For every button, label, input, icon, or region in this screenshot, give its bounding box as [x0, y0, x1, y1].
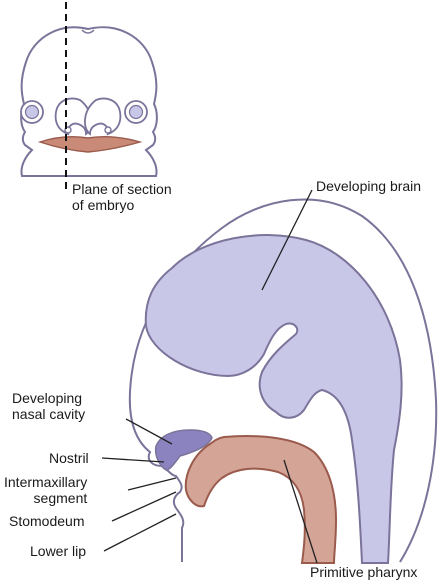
leader-nasal-cavity [125, 418, 173, 445]
label-lower-lip: Lower lip [30, 543, 87, 559]
left-nasal-prominence [54, 97, 92, 136]
leader-developing-brain [261, 189, 313, 291]
label-primitive-pharynx: Primitive pharynx [310, 564, 418, 580]
label-intermaxillary-segment-line1: Intermaxillary [4, 474, 88, 490]
label-plane-of-section: Plane of section of embryo [72, 181, 172, 213]
label-plane-of-section-line2: of embryo [72, 197, 135, 213]
leader-lower-lip [103, 513, 177, 552]
label-stomodeum: Stomodeum [9, 513, 85, 529]
label-developing-nasal-cavity-line1: Developing [12, 390, 83, 406]
label-developing-nasal-cavity-line2: nasal cavity [12, 406, 86, 422]
right-nostril-pit [104, 126, 112, 134]
right-nasal-prominence [84, 97, 122, 136]
label-nostril: Nostril [49, 450, 89, 466]
leader-intermaxillary-segment [127, 477, 177, 491]
developing-nasal-cavity-shape [154, 429, 213, 471]
developing-brain-shape [144, 234, 403, 564]
embryo-frontal-view [20, 2, 158, 192]
leader-stomodeum [111, 491, 177, 522]
label-plane-of-section-line1: Plane of section [72, 181, 172, 197]
primitive-pharynx-shape [184, 435, 338, 564]
embryo-sagittal-section [128, 198, 438, 564]
label-developing-nasal-cavity: Developing nasal cavity [12, 390, 85, 422]
leader-primitive-pharynx [283, 459, 318, 564]
left-eye [20, 100, 44, 124]
forehead-notch [81, 29, 95, 34]
label-intermaxillary-segment-line2: segment [33, 490, 88, 506]
leader-nostril [101, 457, 165, 463]
label-developing-brain: Developing brain [316, 178, 422, 194]
label-intermaxillary-segment: Intermaxillary segment [4, 474, 87, 506]
right-eye [124, 100, 148, 124]
leader-lines [101, 189, 318, 564]
